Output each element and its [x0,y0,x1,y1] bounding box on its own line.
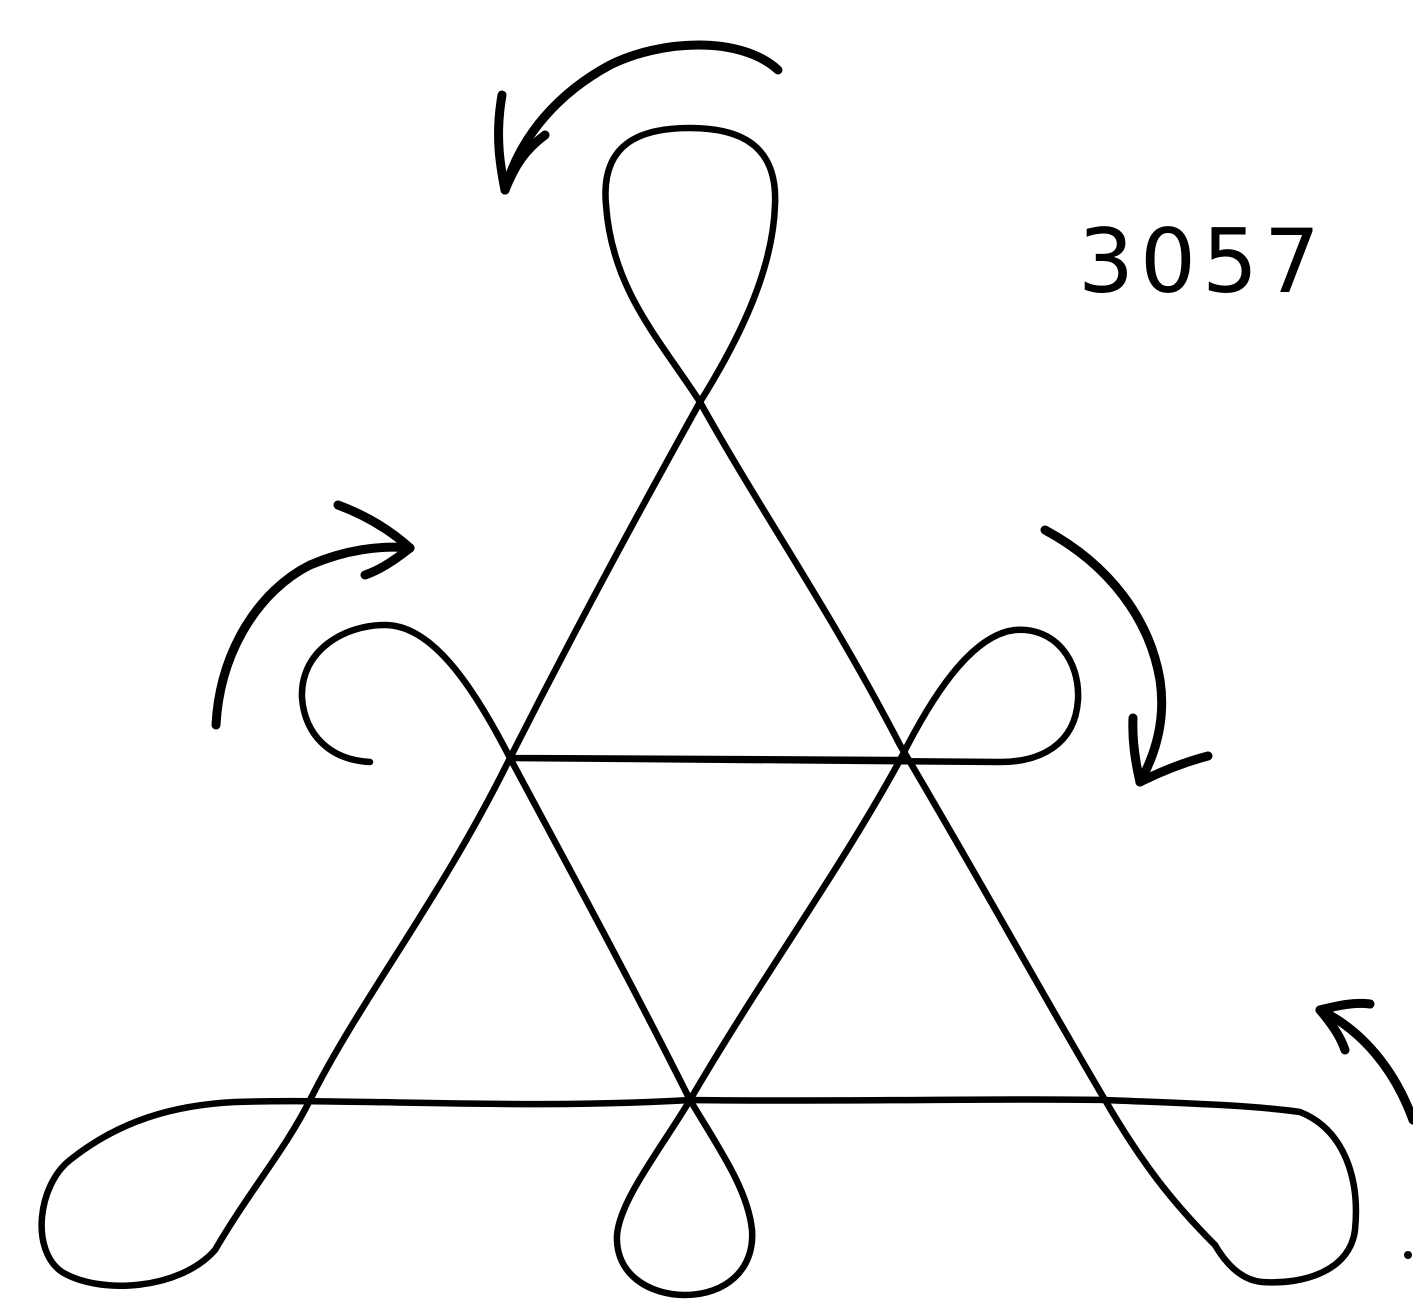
outer-right-side [700,402,1215,1245]
bottom-loop [617,1100,752,1295]
inner-right-side [690,760,900,1100]
inner-left-side [510,758,690,1100]
middle-line [302,625,1078,762]
ink-dot [1404,1251,1412,1259]
bottom-right-arrow-icon [1320,1003,1413,1120]
diagram-label: 3057 [1078,210,1326,313]
left-arrow-icon [216,505,410,725]
outer-left-side [215,402,700,1250]
top-loop [605,128,775,402]
bottom-line [42,1099,1356,1285]
top-arrow-icon [499,45,778,190]
